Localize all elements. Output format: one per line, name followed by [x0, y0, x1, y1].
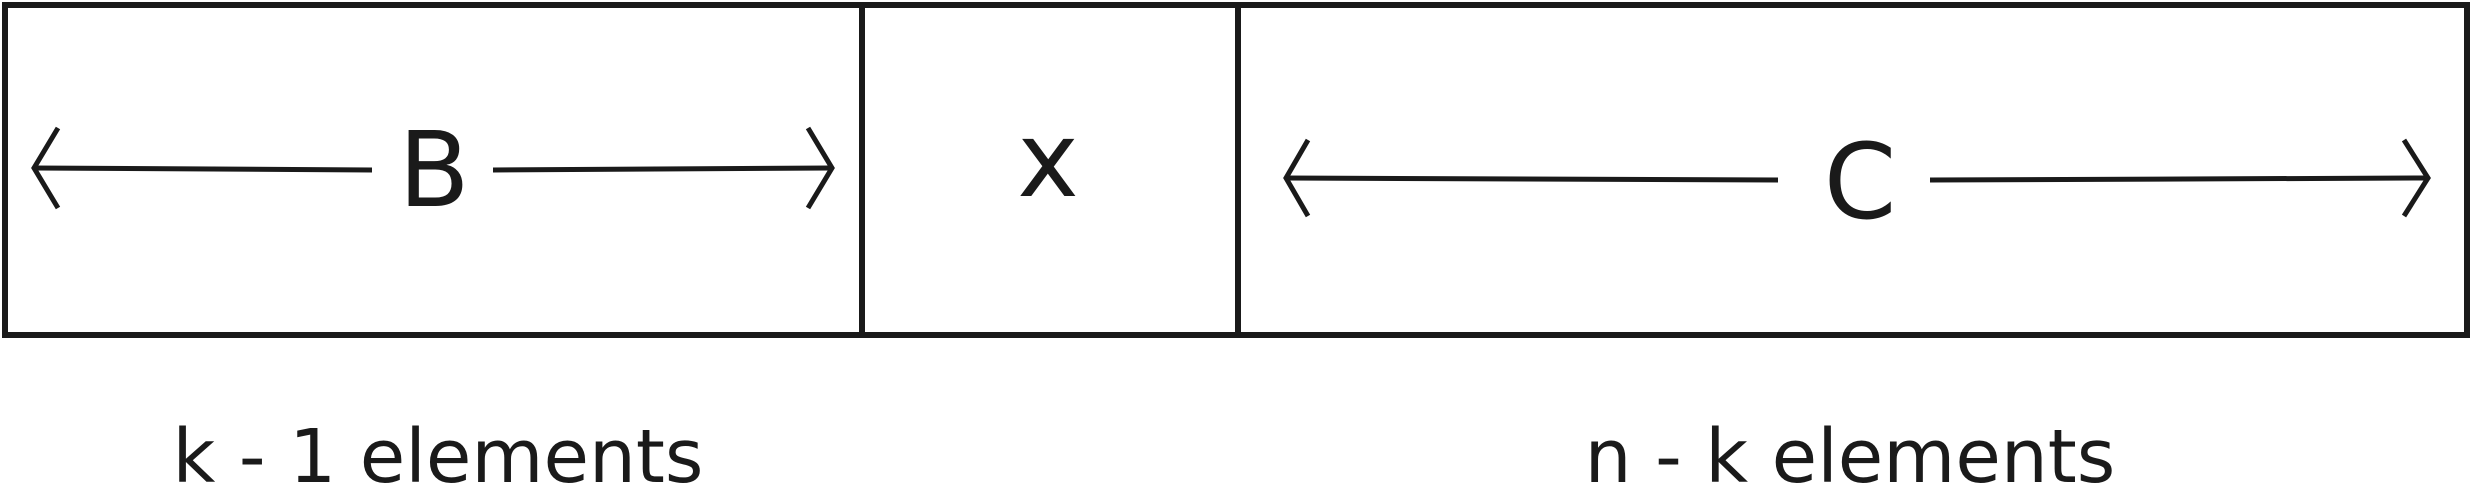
arrow-shaft-c-right: [1929, 175, 2427, 183]
arrow-shaft-b-right: [492, 165, 831, 173]
left-count-label: k - 1 elements: [173, 414, 704, 500]
segment-x-label: x: [1017, 99, 1079, 221]
arrow-shaft-b-left: [33, 165, 373, 173]
arrow-head-left-icon: [31, 126, 61, 210]
arrow-head-right-icon: [2401, 138, 2431, 218]
segment-b: B: [31, 109, 835, 231]
arrow-shaft-c-left: [1285, 175, 1779, 183]
segment-b-label: B: [398, 109, 469, 231]
arrow-head-left-icon: [1283, 138, 1311, 218]
arrow-head-right-icon: [805, 126, 835, 210]
segment-c-label: C: [1824, 121, 1897, 243]
segment-c: C: [1283, 121, 2431, 243]
right-count-label: n - k elements: [1585, 414, 2116, 500]
